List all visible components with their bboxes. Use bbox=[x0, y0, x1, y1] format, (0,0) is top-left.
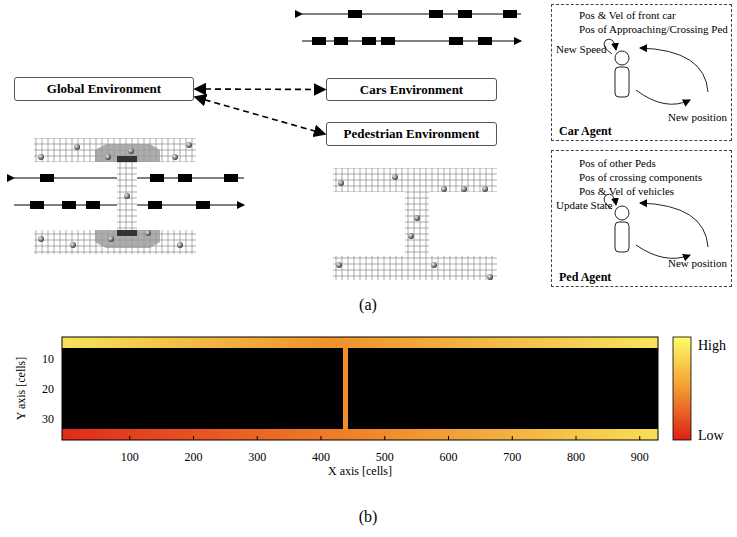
axis-title: Y axis [cells] bbox=[15, 356, 30, 420]
tick-label: 20 bbox=[42, 382, 54, 397]
environment-box: Pedestrian Environment bbox=[326, 122, 497, 146]
agent-panel: Pos of other PedsPos of crossing compone… bbox=[551, 150, 732, 287]
agent-title: Ped Agent bbox=[559, 270, 611, 285]
box-label: Cars Environment bbox=[360, 82, 463, 98]
agent-text: Update State bbox=[556, 199, 613, 211]
box-label: Global Environment bbox=[47, 81, 161, 97]
agent-text: Pos & Vel of front car bbox=[579, 9, 676, 21]
dashed-connector bbox=[195, 97, 325, 134]
environment-box: Cars Environment bbox=[326, 78, 497, 101]
box-label: Pedestrian Environment bbox=[344, 126, 480, 142]
tick-label: 700 bbox=[503, 450, 521, 465]
tick-label: 300 bbox=[248, 450, 266, 465]
tick-label: 400 bbox=[312, 450, 330, 465]
agent-panel: Pos & Vel of front carPos of Approaching… bbox=[551, 4, 732, 141]
agent-text: New position bbox=[668, 257, 727, 269]
tick-label: 200 bbox=[185, 450, 203, 465]
axis-title: X axis [cells] bbox=[328, 464, 392, 479]
agent-text: Pos of crossing components bbox=[579, 171, 702, 183]
agent-text: New Speed bbox=[556, 43, 606, 55]
tick-label: 30 bbox=[42, 412, 54, 427]
tick-label: 800 bbox=[567, 450, 585, 465]
colorbar-label: High bbox=[698, 338, 726, 354]
agent-text: New position bbox=[668, 111, 727, 123]
tick-label: 10 bbox=[42, 352, 54, 367]
tick-label: 900 bbox=[631, 450, 649, 465]
agent-text: Pos of Approaching/Crossing Ped bbox=[579, 23, 728, 35]
tick-label: 100 bbox=[121, 450, 139, 465]
tick-label: 600 bbox=[440, 450, 458, 465]
agent-title: Car Agent bbox=[559, 124, 612, 139]
panel-label: (a) bbox=[359, 296, 377, 314]
agent-text: Pos of other Peds bbox=[579, 157, 656, 169]
tick-label: 500 bbox=[376, 450, 394, 465]
dashed-connector bbox=[195, 88, 325, 90]
colorbar-label: Low bbox=[698, 428, 724, 444]
agent-text: Pos & Vel of vehicles bbox=[579, 185, 674, 197]
environment-box: Global Environment bbox=[14, 77, 194, 101]
panel-label: (b) bbox=[359, 508, 378, 526]
